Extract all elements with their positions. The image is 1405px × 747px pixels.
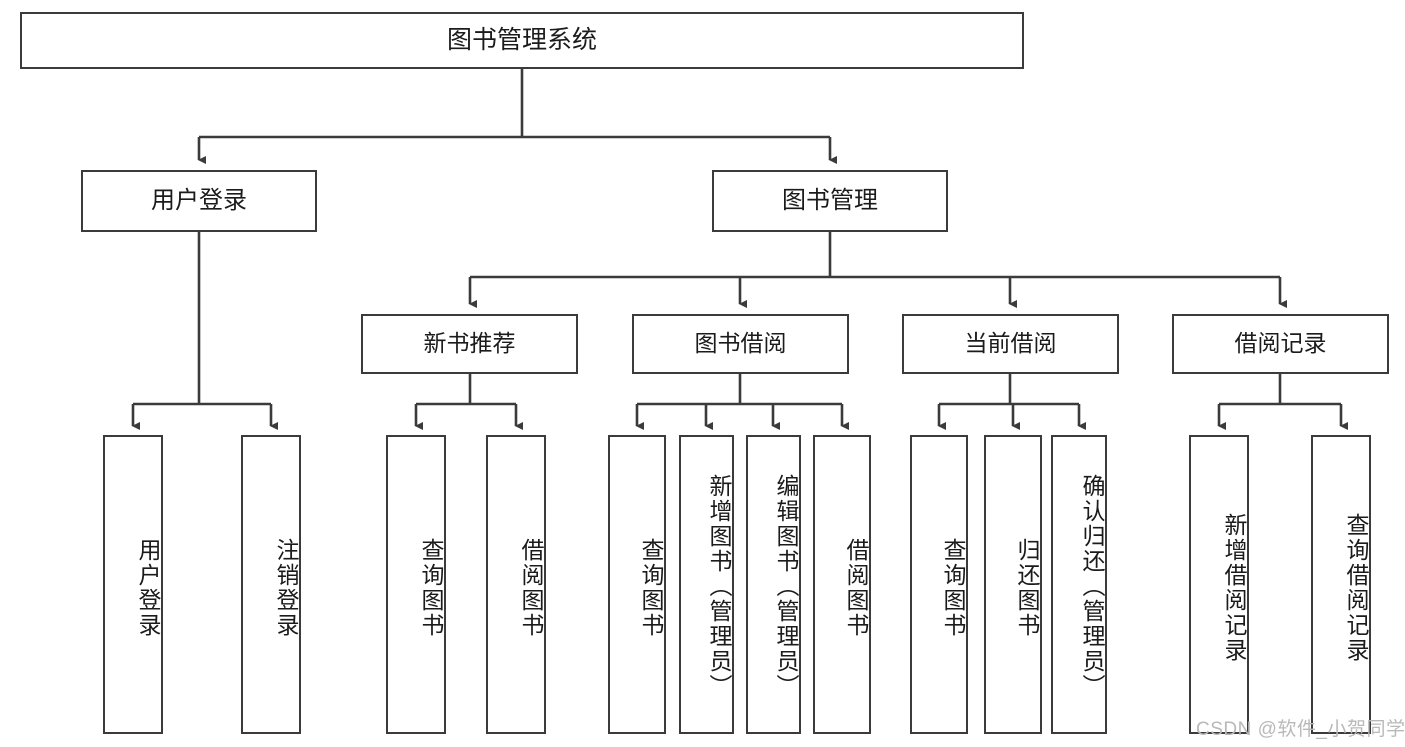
node-label: 查询图书 xyxy=(638,537,664,638)
leaf-user-login[interactable]: 用户登录 xyxy=(103,435,163,734)
leaf-edit-book-admin[interactable]: 编辑图书（管理员） xyxy=(746,435,801,734)
node-label: 图书管理 xyxy=(782,186,878,214)
leaf-query-book-current[interactable]: 查询图书 xyxy=(910,435,968,734)
node-borrow-record[interactable]: 借阅记录 xyxy=(1172,314,1389,374)
node-label: 借阅记录 xyxy=(1234,330,1327,357)
node-label: 新增图书（管理员） xyxy=(706,474,732,699)
leaf-user-logout[interactable]: 注销登录 xyxy=(241,435,301,734)
node-label: 新书推荐 xyxy=(423,330,516,357)
node-label: 新增借阅记录 xyxy=(1221,512,1247,663)
node-book-manage[interactable]: 图书管理 xyxy=(712,170,948,232)
leaf-query-book-borrow[interactable]: 查询图书 xyxy=(608,435,666,734)
leaf-add-borrow-record[interactable]: 新增借阅记录 xyxy=(1189,435,1249,734)
node-label: 查询借阅记录 xyxy=(1343,512,1369,663)
node-label: 编辑图书（管理员） xyxy=(773,474,799,699)
node-new-book-recommend[interactable]: 新书推荐 xyxy=(361,314,578,374)
node-label: 图书管理系统 xyxy=(446,25,597,54)
node-book-borrow[interactable]: 图书借阅 xyxy=(632,314,849,374)
leaf-add-book-admin[interactable]: 新增图书（管理员） xyxy=(679,435,734,734)
node-current-borrow[interactable]: 当前借阅 xyxy=(902,314,1119,374)
node-label: 借阅图书 xyxy=(518,537,544,638)
leaf-query-book-recommend[interactable]: 查询图书 xyxy=(386,435,446,734)
node-label: 用户登录 xyxy=(151,186,247,214)
node-label: 查询图书 xyxy=(418,537,444,638)
leaf-borrow-book[interactable]: 借阅图书 xyxy=(813,435,871,734)
node-user-login[interactable]: 用户登录 xyxy=(81,170,317,232)
node-label: 当前借阅 xyxy=(964,330,1057,357)
leaf-return-book[interactable]: 归还图书 xyxy=(984,435,1042,734)
node-label: 用户登录 xyxy=(135,537,161,638)
node-label: 图书借阅 xyxy=(694,330,787,357)
node-label: 注销登录 xyxy=(273,537,299,638)
node-label: 借阅图书 xyxy=(843,537,869,638)
leaf-borrow-book-recommend[interactable]: 借阅图书 xyxy=(486,435,546,734)
leaf-confirm-return-admin[interactable]: 确认归还（管理员） xyxy=(1051,435,1107,734)
node-root-system[interactable]: 图书管理系统 xyxy=(20,12,1024,69)
node-label: 查询图书 xyxy=(940,537,966,638)
node-label: 归还图书 xyxy=(1014,537,1040,638)
node-label: 确认归还（管理员） xyxy=(1079,474,1105,699)
csdn-watermark: CSDN @软件_小贺同学 xyxy=(1196,719,1405,740)
leaf-query-borrow-record[interactable]: 查询借阅记录 xyxy=(1311,435,1371,734)
